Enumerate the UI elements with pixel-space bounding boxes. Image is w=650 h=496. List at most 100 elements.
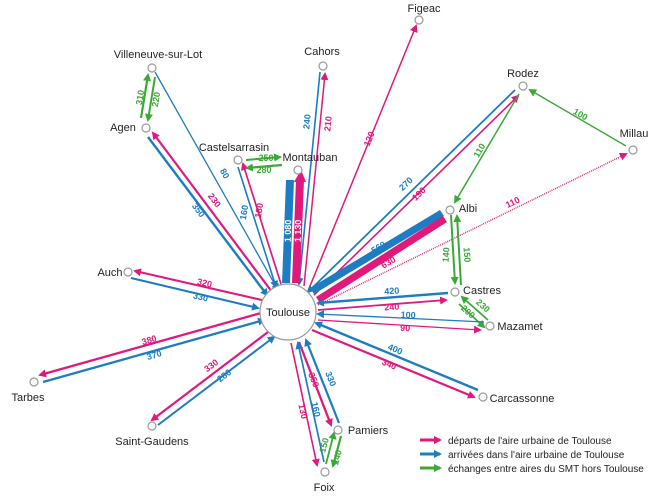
flow-line-foix-pamiers-b [330,435,343,468]
flow-line-foix-pamiers-a [325,431,337,465]
value-mazamet-departures: 90 [400,323,411,334]
flow-line-rodez-departures [313,94,520,296]
node-cahors [318,61,328,71]
value-castel-mont-a: 250 [258,153,273,163]
legend-label-exchanges: échanges entre aires du SMT hors Toulous… [448,464,644,475]
value-auch-departures: 320 [196,277,213,290]
legend-label-departures: départs de l'aire urbaine de Toulouse [448,436,612,447]
value-rodez-albi: 110 [471,142,487,160]
flow-line-agen-villeneuve-a [139,73,151,119]
node-mazamet [485,321,495,331]
flow-band-albi-arrivals [310,210,444,294]
flow-line-castel-mont-b [245,163,283,172]
node-saintgaudens [147,421,157,431]
flow-line-tarbes-arrivals [42,317,266,384]
value-carcassonne-departures: 340 [380,357,398,372]
label-montauban: Montauban [282,152,337,164]
value-rodez-millau: 100 [571,106,589,122]
flow-line-agen-arrivals [147,136,269,297]
legend-label-arrivals: arrivées dans l'aire urbaine de Toulouse [448,450,625,461]
label-agen: Agen [110,122,136,134]
flow-line-figeac-departures [307,24,418,292]
flow-line-castel-departures [240,162,282,285]
value-castres-departures: 240 [384,301,400,312]
flow-band-albi-departures [316,216,447,303]
value-foix-arrivals: 160 [309,401,322,418]
flow-line-castres-departures [317,296,448,311]
value-agen-villeneuve-a: 310 [134,89,146,106]
value-castel-arrivals: 160 [238,204,250,221]
value-carcassonne-arrivals: 400 [386,342,404,357]
value-castel-mont-b: 280 [256,165,271,175]
node-pamiers [333,425,343,435]
node-agen [141,123,151,133]
flow-line-villeneuve-arrivals [154,71,279,292]
flow-line-rodez-albi [453,93,520,204]
node-carcassonne [478,392,488,402]
flow-line-auch-arrivals [130,276,260,311]
flow-line-cahors-arrivals [295,71,321,286]
flow-line-pamiers-departures [297,341,333,427]
flow-line-carca-arrivals [314,321,479,392]
value-castres-arrivals: 420 [384,285,400,296]
value-mazamet-arrivals: 100 [400,310,416,321]
label-carcassonne: Carcassonne [490,393,555,405]
value-albi-castres-b: 150 [461,247,472,263]
flow-arrowhead-montauban-departures [294,170,306,182]
flow-line-mazamet-departures [317,319,482,334]
flow-line-stg-arrivals [157,335,276,426]
node-rodez [518,81,528,91]
flow-line-stg-departures [150,331,269,422]
flow-line-rodez-millau [528,88,627,147]
label-castres: Castres [463,285,501,297]
value-foix-departures: 130 [296,403,309,420]
value-albi-arrivals: 560 [369,239,387,255]
flow-line-tarbes-departures [38,311,262,378]
flow-line-pamiers-arrivals [304,338,341,424]
label-auch: Auch [97,267,122,279]
value-tarbes-departures: 380 [141,333,158,347]
value-agen-arrivals: 350 [190,201,207,219]
value-auch-arrivals: 330 [192,291,209,304]
flow-line-castel-mont-a [245,153,282,162]
label-cahors: Cahors [304,46,340,58]
flow-line-cahors-departures [303,72,329,287]
label-pamiers: Pamiers [348,425,389,437]
node-auch [123,267,133,277]
value-pamiers-arrivals: 330 [323,370,338,388]
node-tarbes [29,377,39,387]
node-castelsarrasin [233,155,243,165]
label-toulouse: Toulouse [266,307,310,319]
flow-line-foix-arrivals [295,341,325,463]
flow-line-mazamet-arrivals [316,310,485,323]
value-montauban-arrivals: 1 080 [283,220,293,243]
flow-line-castel-arrivals [237,166,279,289]
flow-line-millau-departures [317,153,628,306]
flow-band-montauban-departures [292,180,304,283]
label-foix: Foix [314,482,335,494]
node-villeneuve [147,63,157,73]
flow-line-foix-departures [290,342,320,467]
label-figeac: Figeac [407,3,441,15]
flow-line-auch-departures [133,268,263,302]
label-mazamet: Mazamet [497,321,542,333]
label-millau: Millau [620,128,649,140]
value-cahors-departures: 210 [322,116,334,132]
flow-line-albi-castres-b [453,214,462,286]
flow-line-rodez-arrivals [306,89,516,294]
label-villeneuve: Villeneuve-sur-Lot [114,49,202,61]
value-agen-villeneuve-b: 220 [150,91,162,108]
value-montauban-departures: 1 130 [293,220,303,243]
flow-line-agen-villeneuve-b [145,76,156,122]
label-rodez: Rodez [507,68,539,80]
flow-line-castres-mazamet-a [460,295,489,321]
node-albi [445,205,455,215]
node-figeac [414,15,424,25]
label-castelsarrasin: Castelsarrasin [199,142,269,154]
label-tarbes: Tarbes [11,392,45,404]
value-tarbes-arrivals: 370 [146,348,163,362]
flow-band-montauban-arrivals [282,180,294,283]
value-castel-departures: 180 [253,202,265,219]
